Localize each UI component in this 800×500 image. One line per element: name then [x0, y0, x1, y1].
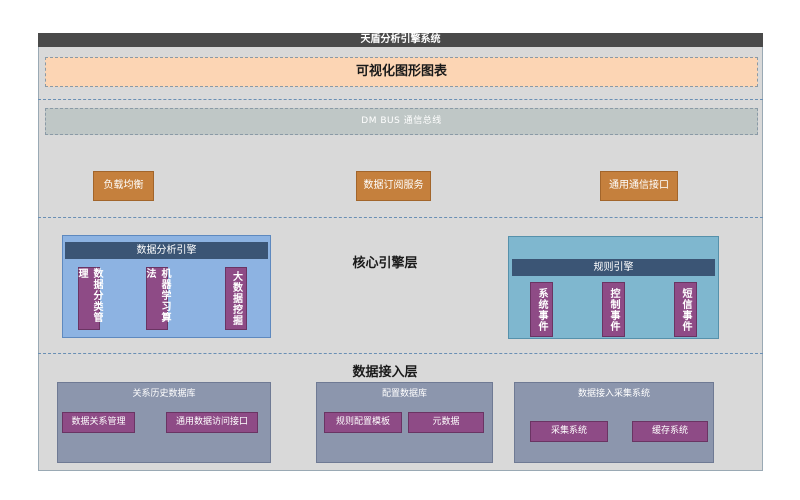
- layer-divider-core: [38, 217, 763, 218]
- relational-item-access-interface: 通用数据访问接口: [166, 412, 258, 433]
- rule-item-label: 短信事件: [680, 287, 691, 332]
- config-item-metadata: 元数据: [408, 412, 484, 433]
- config-item-rule-template: 规则配置模板: [324, 412, 402, 433]
- visualization-layer: 可视化图形图表: [45, 57, 758, 87]
- diagram-title: 天盾分析引擎系统: [38, 33, 763, 47]
- analysis-item-label: 数据分类管理: [76, 268, 102, 323]
- relational-db-title: 关系历史数据库: [132, 389, 196, 399]
- config-db-title: 配置数据库: [381, 389, 427, 399]
- analysis-item-label: 大数据挖掘: [230, 271, 242, 326]
- analysis-item-label: 机器学习算法: [144, 268, 170, 323]
- rule-item-label: 系统事件: [536, 287, 547, 332]
- collection-item-acquisition: 采集系统: [530, 421, 608, 442]
- data-layer-label: 数据接入层: [352, 365, 418, 380]
- rule-item-label: 控制事件: [608, 287, 619, 332]
- rule-item-control-event: 控制事件: [602, 282, 625, 337]
- collection-item-cache: 缓存系统: [632, 421, 708, 442]
- service-general-interface: 通用通信接口: [600, 171, 678, 201]
- analysis-engine-title: 数据分析引擎: [65, 242, 268, 259]
- analysis-item-classification: 数据分类管理: [76, 267, 102, 330]
- service-load-balancing: 负载均衡: [93, 171, 154, 201]
- rule-item-system-event: 系统事件: [530, 282, 553, 337]
- collection-system-title: 数据接入采集系统: [577, 389, 650, 399]
- communication-bus: DM BUS 通信总线: [45, 108, 758, 135]
- analysis-item-machine-learning: 机器学习算法: [144, 267, 170, 330]
- service-data-subscription: 数据订阅服务: [356, 171, 431, 201]
- rule-item-sms-event: 短信事件: [674, 282, 697, 337]
- rule-engine-title: 规则引擎: [512, 259, 715, 276]
- core-layer-label: 核心引擎层: [352, 256, 418, 271]
- relational-item-relation-management: 数据关系管理: [62, 412, 135, 433]
- layer-divider-top: [38, 99, 763, 100]
- layer-divider-data: [38, 353, 763, 354]
- analysis-item-big-data-mining: 大数据挖掘: [225, 267, 247, 330]
